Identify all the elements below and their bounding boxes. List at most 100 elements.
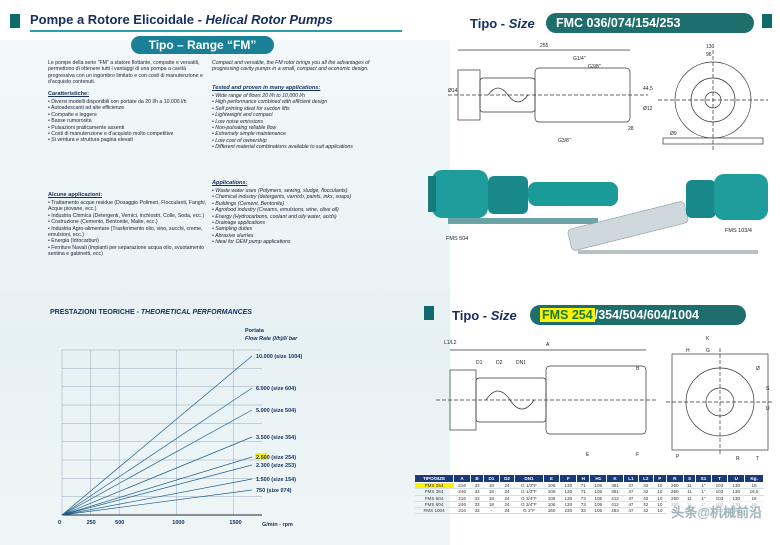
applications-item: Abrasive slurries — [212, 233, 372, 239]
spec-cell: 18 — [483, 495, 500, 502]
x-tick-label: 500 — [115, 520, 124, 526]
spec-cell: 71 — [576, 482, 590, 490]
spec-cell: 15 — [744, 482, 764, 490]
spec-cell: 246 — [453, 488, 471, 496]
drawing-label: A — [546, 342, 550, 348]
svg-text:28: 28 — [628, 126, 634, 132]
spec-cell: 42 — [638, 507, 654, 515]
spec-cell: 130 — [559, 495, 577, 502]
spec-cell: 1" — [695, 488, 712, 496]
tested-item: Extremely simple maintenance — [212, 131, 372, 137]
alcune-list: Trattamento acque residue (Dosaggio Poli… — [48, 200, 208, 258]
spec-cell: 10 — [653, 495, 667, 502]
spec-cell: 412 — [606, 501, 624, 509]
top-tipo-label: Tipo - Size — [470, 16, 535, 31]
series-label: 10.000 (size 1004) — [256, 354, 302, 360]
tested-item: Self priming ideal for suction lifts — [212, 106, 372, 112]
series-line — [61, 456, 253, 516]
spec-cell: 10 — [653, 507, 667, 515]
bottom-tipo-label: Tipo - Size — [452, 308, 517, 323]
intro-en: Compact and versatile, the FM rotor brin… — [212, 60, 371, 73]
spec-cell: 130 — [559, 482, 577, 490]
series-label: 2.300 (size 253) — [256, 463, 296, 469]
spec-cell: FMS 604 — [414, 501, 454, 509]
applications-item: Sampling duties — [212, 226, 372, 232]
spec-cell: 103 — [711, 488, 728, 496]
caratteristiche-item: Basse rumorosità — [48, 118, 208, 124]
spec-cell: FMS 504 — [414, 495, 454, 502]
spec-cell: 250 — [666, 482, 684, 490]
applications-item: Waste water uses (Polymers, sewing, slud… — [212, 188, 372, 194]
x-unit-label: G/min - rpm — [262, 522, 293, 528]
spec-cell: 216 — [453, 507, 471, 515]
spec-cell: 216 — [453, 482, 471, 490]
svg-text:44,5: 44,5 — [643, 86, 653, 92]
svg-text:G3/8": G3/8" — [558, 138, 571, 144]
spec-header-cell: L2 — [637, 474, 654, 483]
spec-cell: - — [483, 507, 500, 515]
tested-list: Wide range of flows 20 l/h to 10,000 l/h… — [212, 93, 372, 151]
spec-cell: 361 — [606, 488, 624, 496]
caratteristiche-heading: Caratteristiche: — [48, 91, 90, 97]
series-label: 2.500 (size 254) — [256, 455, 296, 461]
spec-cell: 11 — [683, 488, 696, 496]
caratteristiche-item: Si ventura e struttura pagina elevati — [48, 137, 208, 143]
spec-cell: 160 — [543, 507, 560, 515]
spec-cell: 47 — [623, 501, 639, 509]
spec-cell: 106 — [543, 488, 560, 496]
spec-header-cell: H — [576, 474, 591, 483]
tested-item: Wide range of flows 20 l/h to 10,000 l/h — [212, 93, 372, 99]
spec-cell: 18 — [483, 501, 500, 509]
tested-heading: Tested and proven in many applications: — [212, 85, 321, 91]
drawing-label: L1/L2 — [444, 340, 457, 346]
top-models-pill: FMC 036/074/154/253 — [546, 13, 754, 33]
spec-header-cell: K — [606, 474, 624, 483]
svg-text:130: 130 — [706, 44, 715, 50]
spec-cell: 106 — [543, 495, 560, 502]
spec-cell: 246 — [453, 501, 471, 509]
section-marker-right — [762, 14, 772, 28]
spec-cell: G 3/4"F — [514, 501, 544, 509]
spec-cell: 453 — [606, 507, 624, 515]
spec-cell: 412 — [606, 495, 624, 502]
drawing-label: G — [706, 348, 710, 354]
section-marker-bottom — [424, 306, 434, 320]
spec-cell: 106 — [543, 501, 560, 509]
x-tick-label: 1000 — [172, 520, 184, 526]
flow-label-en: Flow Rate (l/h)/l/ bar — [245, 336, 298, 342]
caratteristiche-item: Autoadescanti ad alte efficienze — [48, 105, 208, 111]
highlight-box — [255, 453, 268, 460]
spec-cell: G 1/2"F — [514, 488, 544, 496]
drawing-label: R — [736, 456, 740, 462]
spec-cell: 10 — [653, 501, 667, 509]
spec-cell: 130 — [727, 482, 745, 490]
spec-header-cell: F — [559, 474, 578, 483]
applications-item: Buildings (Cement, Bentonite) — [212, 201, 372, 207]
spec-header-cell: T — [710, 474, 729, 483]
performance-title: PRESTAZIONI TEORICHE - THEORETICAL PERFO… — [50, 309, 252, 316]
drawing-label: S — [766, 386, 770, 392]
tested-item: Lightweight and compact — [212, 112, 372, 118]
spec-cell: 47 — [623, 507, 639, 515]
watermark: 头条@机械前沿 — [667, 500, 766, 523]
spec-header-cell: A — [453, 474, 471, 483]
series-label: 5.000 (size 504) — [256, 408, 296, 414]
series-label: 1.500 (size 154) — [256, 477, 296, 483]
spec-cell: 10 — [653, 482, 667, 490]
spec-cell: 250 — [666, 488, 684, 496]
series-label: 6.000 (size 604) — [256, 386, 296, 392]
caratteristiche-item: Diversi modelli disponibili con portate … — [48, 99, 208, 105]
spec-cell: 18 — [483, 482, 500, 490]
svg-text:Ø14: Ø14 — [448, 88, 458, 94]
spec-header-cell: U — [727, 474, 746, 483]
drawing-label: F — [636, 452, 639, 458]
tested-item: Low noise emissions — [212, 119, 372, 125]
spec-cell: 32 — [638, 482, 654, 490]
spec-cell: 32 — [638, 488, 654, 496]
caratteristiche-item: Costi di manutenzione e d'acquisto molto… — [48, 131, 208, 137]
spec-cell: 105 — [589, 495, 607, 502]
spec-cell: 24 — [499, 482, 515, 490]
bottom-models-pill: FMS 254/354/504/604/1004 — [530, 305, 746, 325]
spec-cell: FMS 254 — [414, 482, 454, 490]
